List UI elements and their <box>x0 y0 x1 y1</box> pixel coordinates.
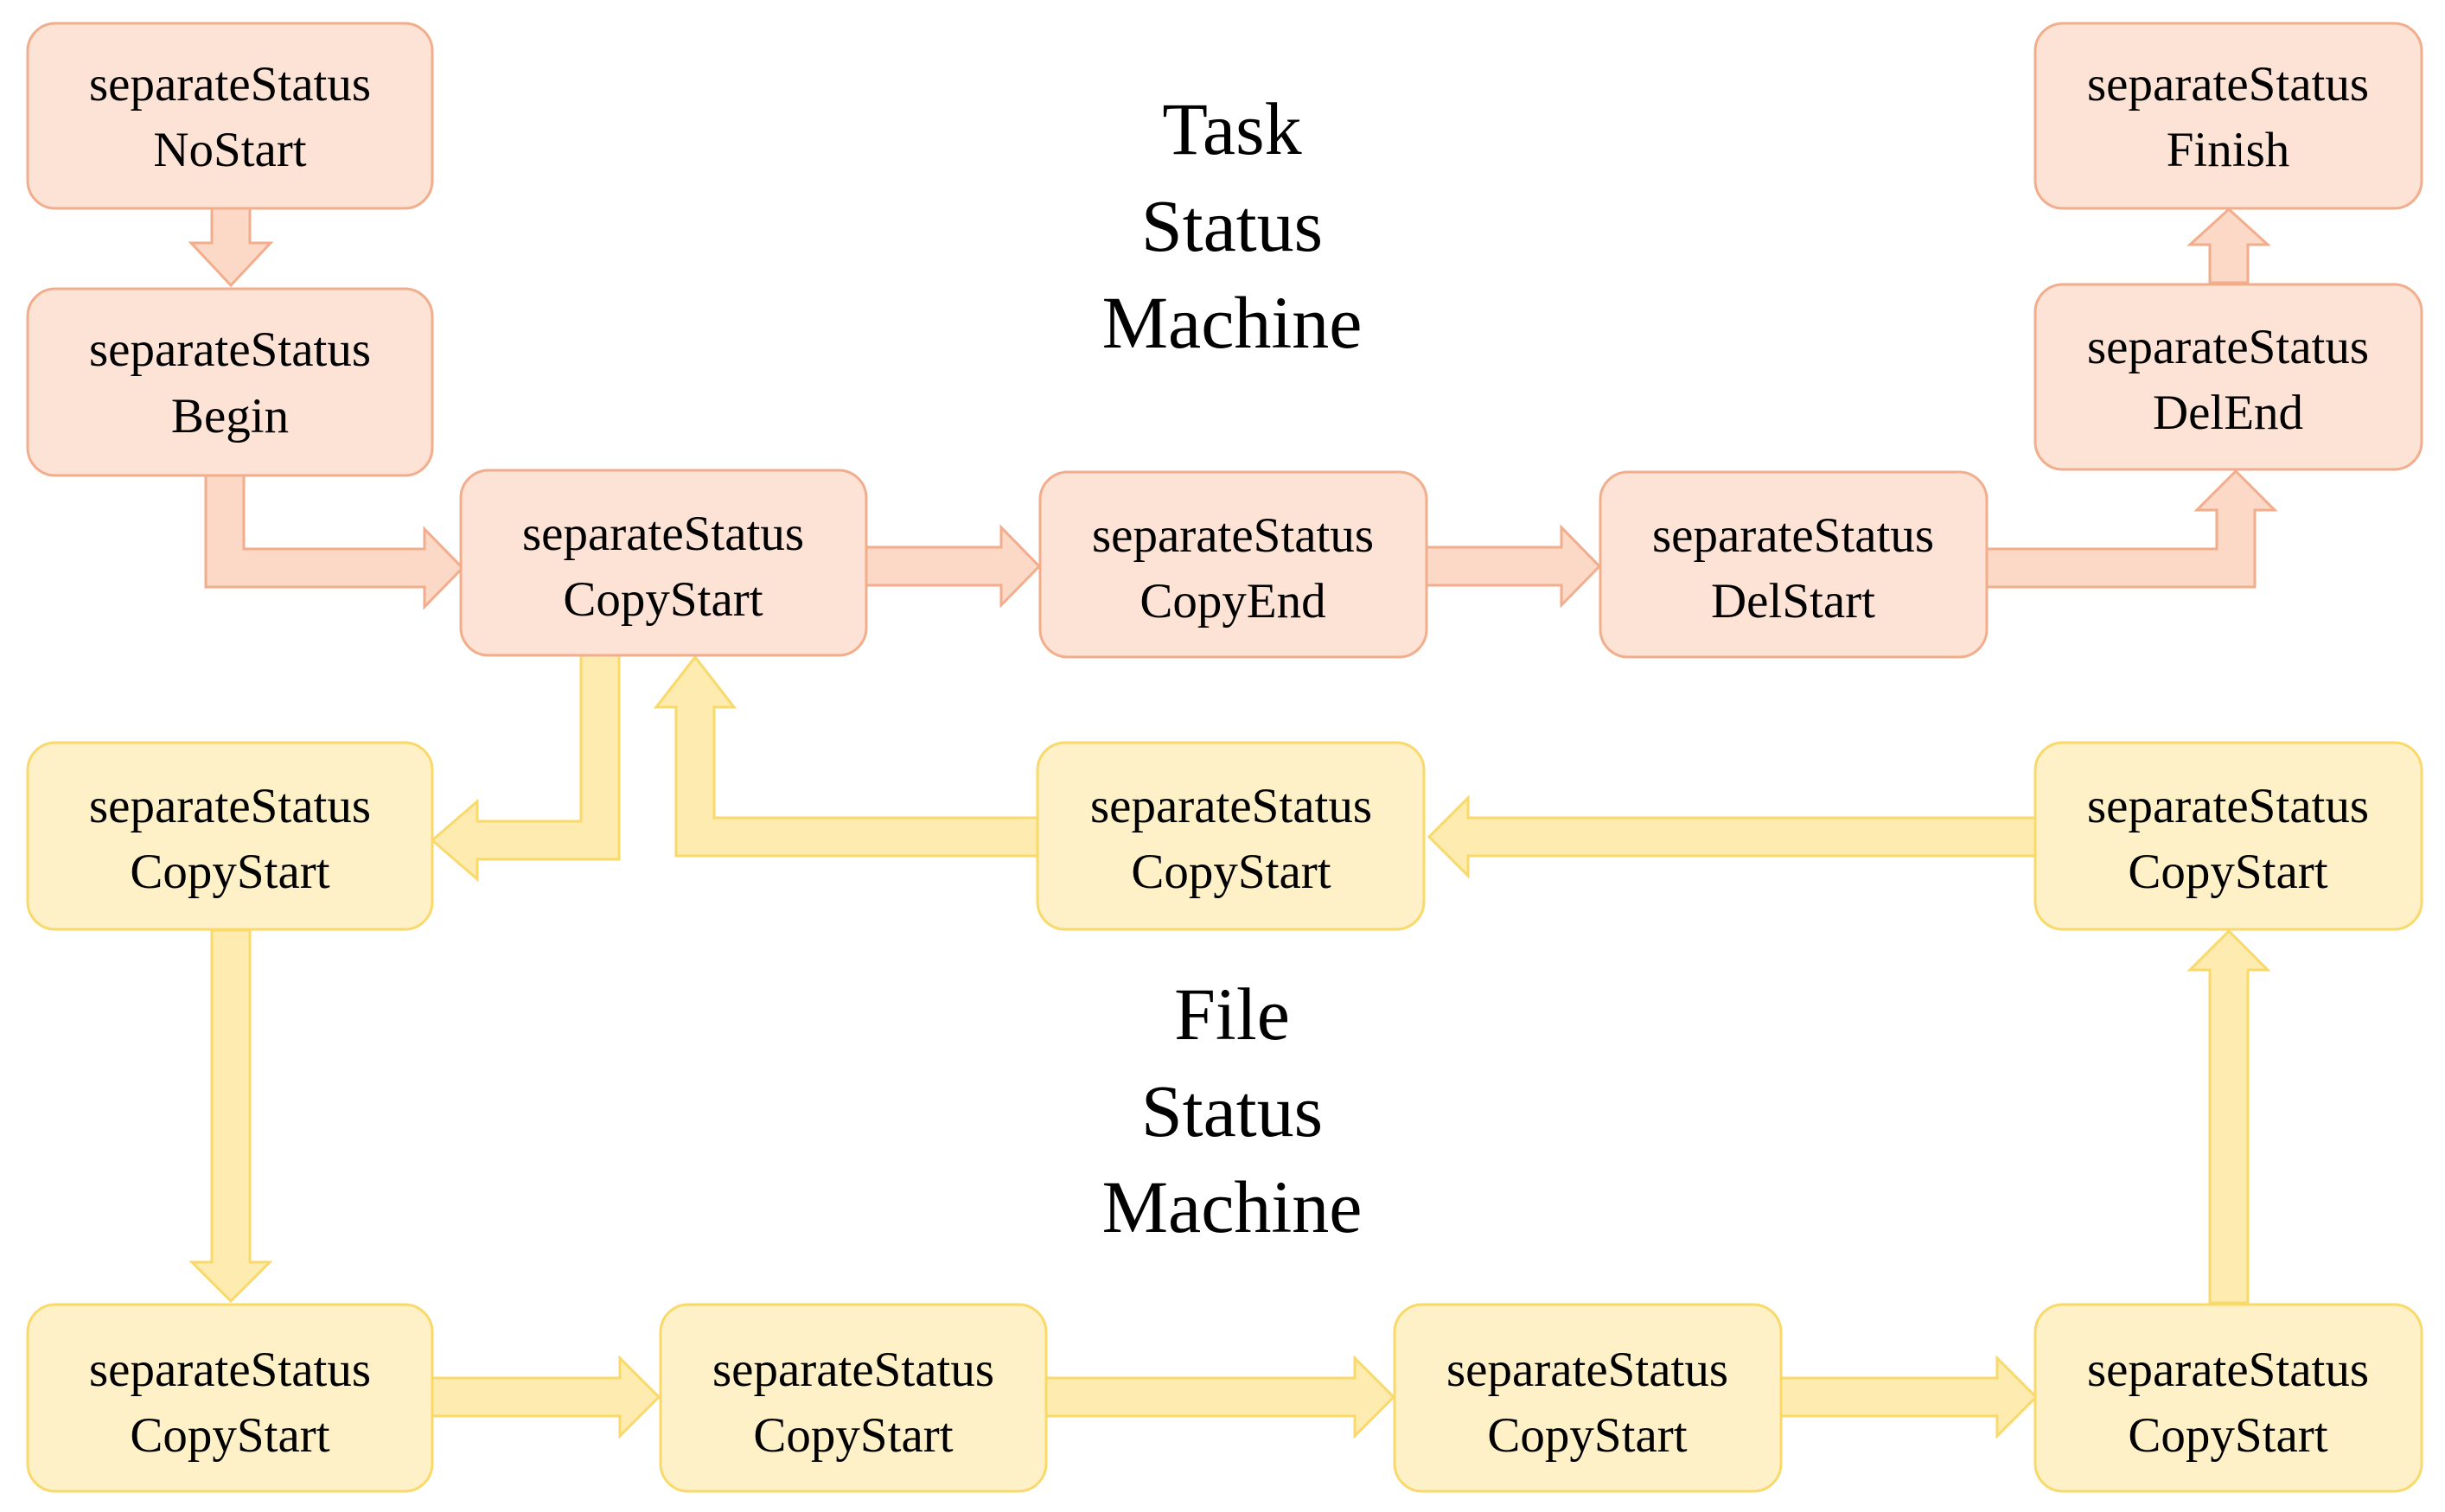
file-state-1: separateStatus CopyStart <box>26 741 434 931</box>
state-label-line-1: separateStatus <box>1446 1343 1728 1397</box>
task-state-begin: separateStatus Begin <box>26 287 434 477</box>
arrow-begin-to-copystart <box>204 474 465 610</box>
state-label-line-1: separateStatus <box>1090 779 1372 833</box>
arrow-copystart-to-copyend <box>865 524 1042 609</box>
arrow-delstart-to-delend <box>1985 469 2278 589</box>
state-label-line-1: separateStatus <box>2087 1343 2369 1397</box>
arrow-file-2-to-copystart <box>653 654 1039 858</box>
state-label-line-1: separateStatus <box>89 779 371 833</box>
file-state-6: separateStatus CopyStart <box>1393 1303 1783 1493</box>
task-title-line-2: Status <box>1141 184 1323 267</box>
file-title-line-3: Machine <box>1102 1165 1363 1248</box>
state-label-line-1: separateStatus <box>2087 57 2369 112</box>
arrow-file-1-to-file-4 <box>188 928 273 1304</box>
task-title-line-3: Machine <box>1102 281 1363 364</box>
state-label-line-1: separateStatus <box>522 507 804 561</box>
task-state-delend: separateStatus DelEnd <box>2033 283 2423 471</box>
arrow-file-6-to-file-7 <box>1779 1355 2039 1439</box>
state-label-line-2: CopyStart <box>1131 845 1331 899</box>
state-label-line-1: separateStatus <box>89 322 371 377</box>
file-title-line-1: File <box>1174 973 1290 1056</box>
file-state-4: separateStatus CopyStart <box>26 1303 434 1493</box>
state-label-line-2: CopyStart <box>753 1408 953 1463</box>
task-state-copystart: separateStatus CopyStart <box>459 469 868 657</box>
file-state-3: separateStatus CopyStart <box>2033 741 2423 931</box>
state-label-line-2: DelEnd <box>2153 386 2303 440</box>
arrow-nostart-to-begin <box>188 207 274 288</box>
state-label-line-2: CopyStart <box>2128 845 2327 899</box>
file-status-machine-title: File Status Machine <box>1102 973 1363 1248</box>
task-state-copyend: separateStatus CopyEnd <box>1038 470 1428 659</box>
state-label-line-1: separateStatus <box>2087 320 2369 374</box>
state-label-line-2: CopyEnd <box>1140 574 1325 628</box>
state-label-line-2: DelStart <box>1711 574 1875 628</box>
state-label-line-2: CopyStart <box>1487 1408 1687 1463</box>
state-label-line-1: separateStatus <box>89 1343 371 1397</box>
state-label-line-2: CopyStart <box>563 572 763 627</box>
state-label-line-1: separateStatus <box>2087 779 2369 833</box>
arrow-file-5-to-file-6 <box>1044 1355 1396 1439</box>
task-state-delstart: separateStatus DelStart <box>1599 470 1989 659</box>
task-title-line-1: Task <box>1162 87 1301 170</box>
task-state-finish: separateStatus Finish <box>2033 22 2423 210</box>
file-arrows <box>188 654 2271 1439</box>
arrow-file-3-to-file-2 <box>1427 794 2037 879</box>
arrow-file-7-to-file-3 <box>2186 928 2271 1305</box>
arrow-copystart-to-file-1 <box>430 654 621 883</box>
arrow-file-4-to-file-5 <box>431 1355 661 1439</box>
task-state-nostart: separateStatus NoStart <box>26 22 434 210</box>
task-arrows <box>188 207 2278 610</box>
file-title-line-2: Status <box>1141 1069 1323 1152</box>
state-label-line-2: NoStart <box>153 123 306 177</box>
state-label-line-2: CopyStart <box>130 845 329 899</box>
task-status-machine-title: Task Status Machine <box>1102 87 1363 364</box>
state-label-line-1: separateStatus <box>1092 508 1374 563</box>
file-state-7: separateStatus CopyStart <box>2033 1303 2423 1493</box>
state-label-line-1: separateStatus <box>712 1343 994 1397</box>
state-label-line-2: Begin <box>171 389 289 443</box>
arrow-copyend-to-delstart <box>1425 524 1602 609</box>
state-label-line-2: CopyStart <box>2128 1408 2327 1463</box>
state-label-line-2: Finish <box>2167 123 2290 177</box>
state-label-line-1: separateStatus <box>1652 508 1934 563</box>
arrow-delend-to-finish <box>2186 207 2271 284</box>
file-state-2: separateStatus CopyStart <box>1036 741 1426 931</box>
file-state-5: separateStatus CopyStart <box>659 1303 1048 1493</box>
state-label-line-1: separateStatus <box>89 57 371 112</box>
state-label-line-2: CopyStart <box>130 1408 329 1463</box>
